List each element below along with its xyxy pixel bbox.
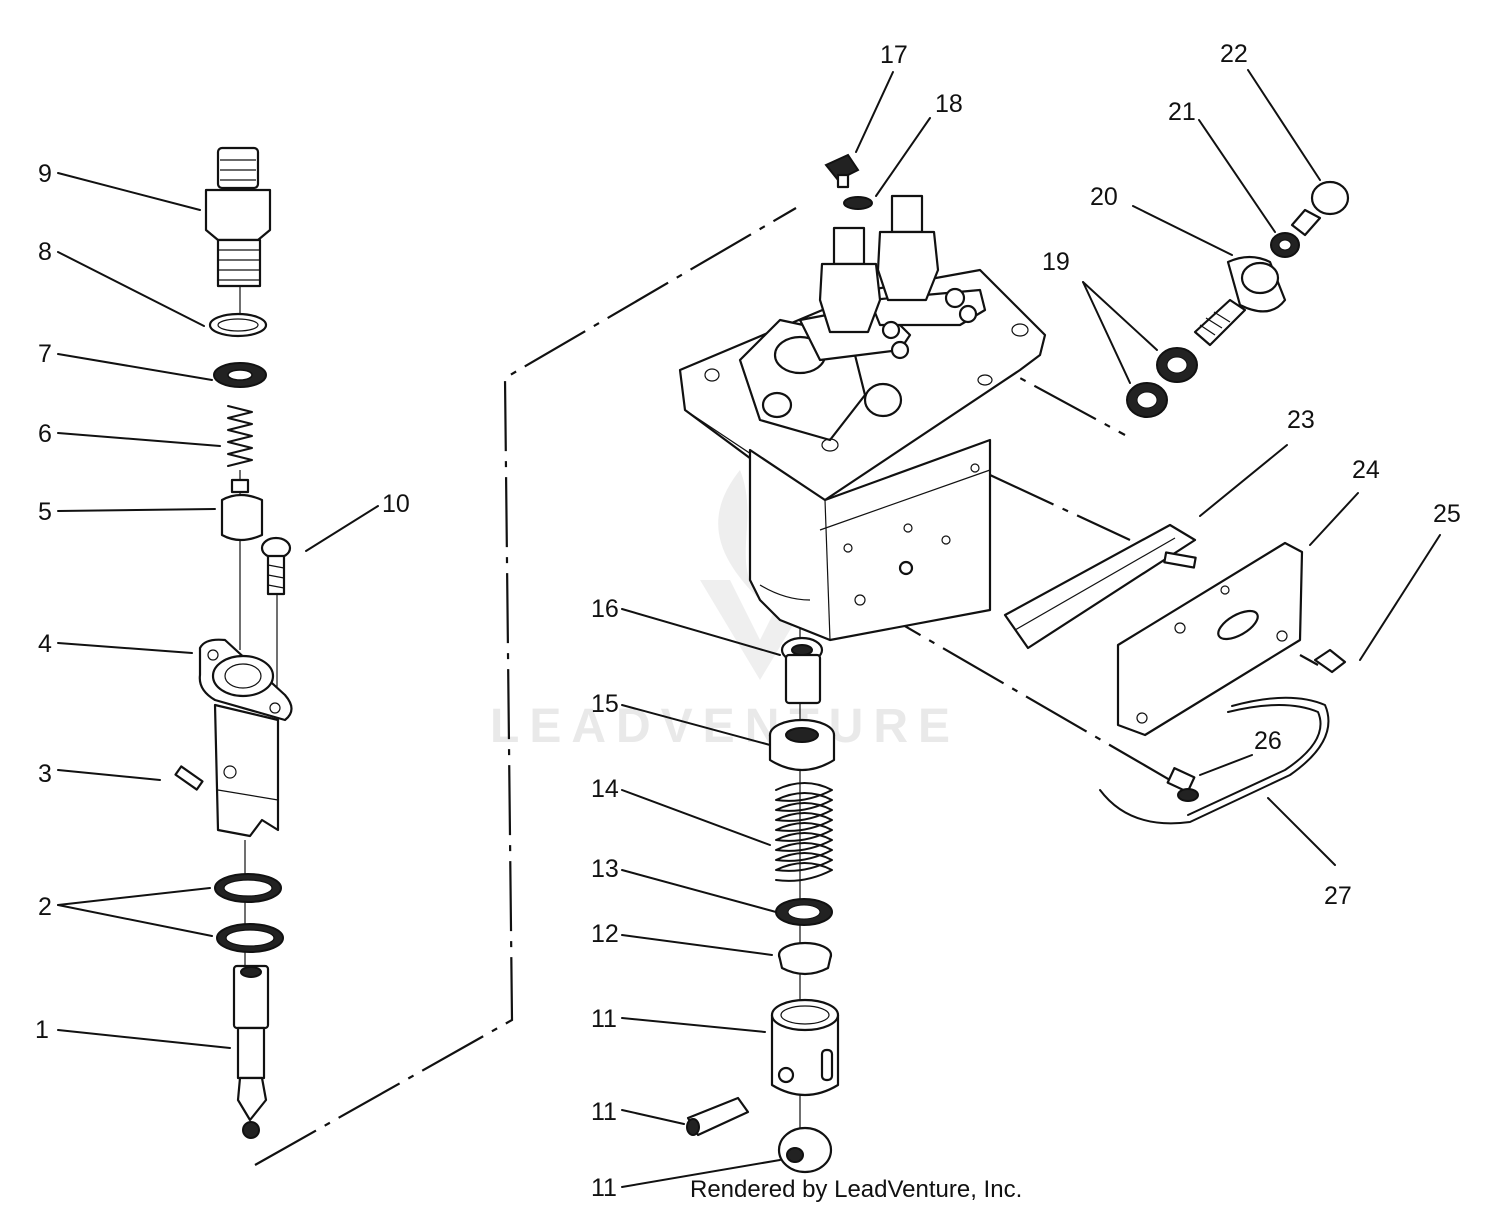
callout-11-pin: 11 bbox=[591, 1098, 617, 1126]
part-26-screw bbox=[1166, 767, 1199, 802]
part-23-control-rack bbox=[1003, 523, 1197, 650]
credit-text: Rendered by LeadVenture, Inc. bbox=[690, 1176, 1022, 1203]
part-8-o-ring bbox=[208, 312, 268, 338]
part-11-tappet bbox=[770, 998, 840, 1096]
leader-lines bbox=[57, 69, 1441, 1188]
part-17-screw bbox=[824, 153, 860, 189]
injection-pump-body bbox=[678, 194, 1047, 642]
callout-10: 10 bbox=[382, 490, 410, 518]
part-15-upper-seat bbox=[768, 718, 836, 771]
callout-15: 15 bbox=[591, 690, 619, 718]
callout-24: 24 bbox=[1352, 456, 1380, 484]
callout-9: 9 bbox=[38, 160, 52, 188]
part-13-lower-seat bbox=[775, 898, 833, 926]
callout-17: 17 bbox=[880, 41, 908, 69]
part-20-banjo-bolt bbox=[1193, 255, 1287, 347]
callout-3: 3 bbox=[38, 760, 52, 788]
part-9-delivery-valve-holder bbox=[204, 146, 272, 288]
part-18-washer bbox=[843, 196, 873, 210]
callout-4: 4 bbox=[38, 630, 52, 658]
callout-11-tappet: 11 bbox=[591, 1005, 617, 1033]
part-11-tappet-roller bbox=[777, 1126, 833, 1174]
callout-11-roller: 11 bbox=[591, 1174, 617, 1202]
part-25-screw bbox=[1299, 648, 1347, 674]
part-4-barrel-flange bbox=[198, 638, 293, 838]
callout-21: 21 bbox=[1168, 98, 1196, 126]
callout-7: 7 bbox=[38, 340, 52, 368]
part-11-tappet-pin bbox=[686, 1096, 750, 1137]
callout-23: 23 bbox=[1287, 406, 1315, 434]
watermark-text: LEADVENTURE bbox=[490, 700, 960, 753]
part-24-cover-plate bbox=[1116, 541, 1304, 737]
callout-27: 27 bbox=[1324, 882, 1352, 910]
callout-12: 12 bbox=[591, 920, 619, 948]
callout-6: 6 bbox=[38, 420, 52, 448]
part-2-o-rings bbox=[214, 873, 284, 953]
callout-20: 20 bbox=[1090, 183, 1118, 211]
callout-14: 14 bbox=[591, 775, 619, 803]
part-21-washer bbox=[1270, 232, 1300, 258]
callout-26: 26 bbox=[1254, 727, 1282, 755]
callout-18: 18 bbox=[935, 90, 963, 118]
callout-1: 1 bbox=[35, 1016, 49, 1044]
part-3-pin bbox=[174, 765, 204, 791]
callout-labels: 1 2 3 4 5 6 7 8 9 10 11 11 11 12 13 14 1… bbox=[35, 40, 1461, 1202]
callout-8: 8 bbox=[38, 238, 52, 266]
callout-5: 5 bbox=[38, 498, 52, 526]
callout-16: 16 bbox=[591, 595, 619, 623]
part-12-shim bbox=[777, 941, 833, 976]
part-1-plunger bbox=[232, 964, 270, 1139]
callout-25: 25 bbox=[1433, 500, 1461, 528]
part-5-delivery-valve bbox=[220, 478, 264, 542]
callout-13: 13 bbox=[591, 855, 619, 883]
part-6-spring bbox=[227, 405, 253, 467]
part-27-gasket-wire bbox=[1099, 696, 1330, 825]
part-14-plunger-spring bbox=[775, 782, 833, 882]
part-19-washers bbox=[1126, 347, 1198, 418]
callout-22: 22 bbox=[1220, 40, 1248, 68]
callout-19: 19 bbox=[1042, 248, 1070, 276]
part-7-washer bbox=[213, 362, 267, 388]
part-10-screw bbox=[260, 536, 292, 596]
part-16-sleeve bbox=[780, 636, 824, 705]
part-22-bleed-screw bbox=[1290, 180, 1350, 237]
callout-2: 2 bbox=[38, 893, 52, 921]
